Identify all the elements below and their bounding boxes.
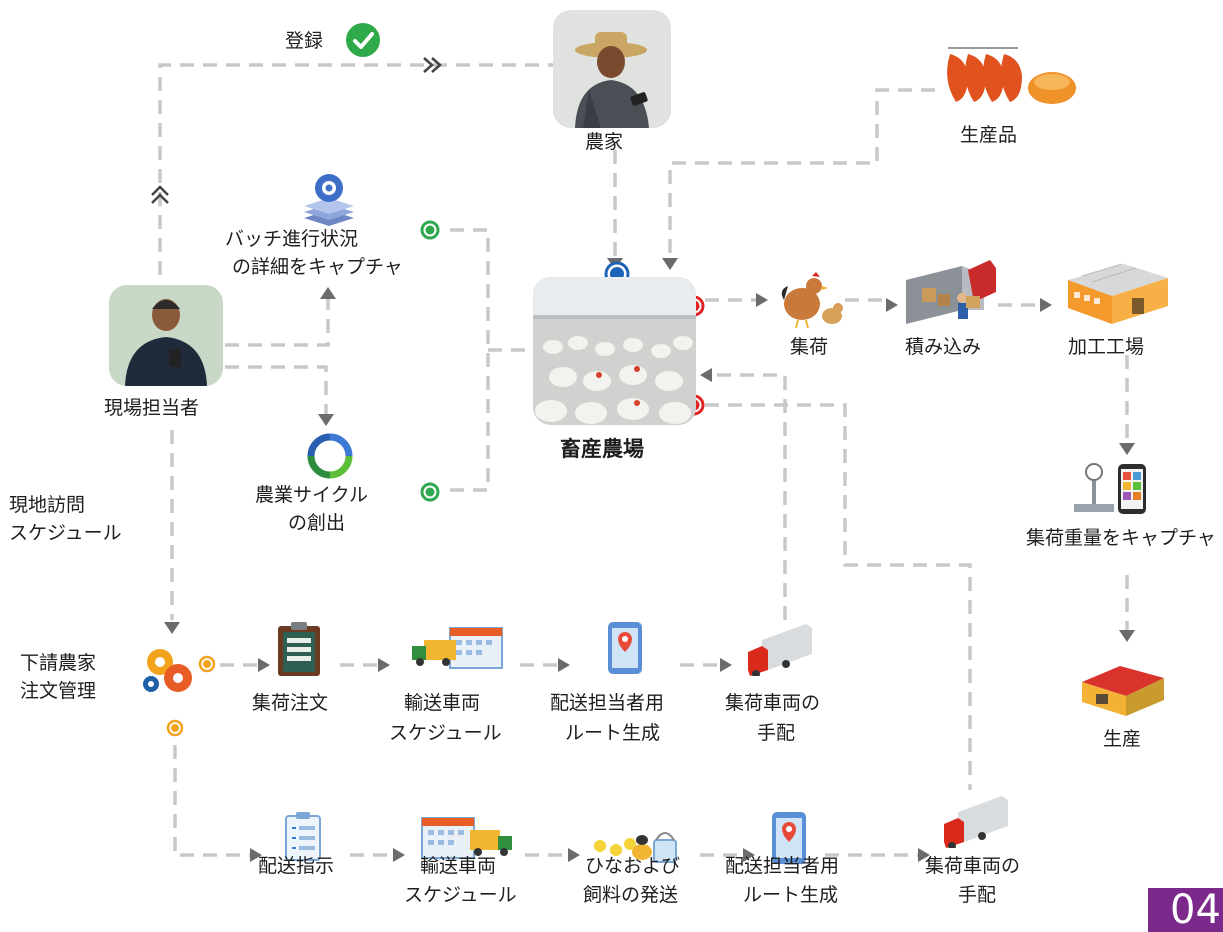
farming-cycle-label-1: 農業サイクル [255, 484, 369, 506]
warehouse-icon [1082, 666, 1164, 716]
clipboard-list-icon [278, 622, 320, 676]
transport-schedule-1-label-2: スケジュール [389, 722, 502, 744]
transport-schedule-1-label-1: 輸送車両 [404, 692, 481, 714]
collection-order-label: 集荷注文 [252, 692, 329, 714]
subcontract-label-1: 下請農家 [20, 652, 97, 674]
loading-label: 積み込み [905, 336, 982, 358]
farming-cycle-label-2: の創出 [288, 512, 346, 534]
red-truck-icon [748, 624, 812, 676]
double-chevron-right-icon [423, 57, 434, 73]
chickens-icon [781, 272, 843, 328]
connector-farm-dispatch2 [705, 403, 972, 790]
truck-loading-icon [906, 260, 996, 324]
truck-calendar-icon [412, 627, 503, 669]
gears-icon [143, 649, 192, 692]
collection-weight-label: 集荷重量をキャプチャ [1026, 527, 1216, 549]
checklist-icon [285, 812, 321, 861]
connector-products-farm [668, 88, 935, 255]
delivery-instruction-label: 配送指示 [258, 855, 335, 877]
poultry-products-icon [947, 47, 1076, 104]
chicks-feed-icon [594, 832, 677, 863]
livestock-farm-photo [533, 277, 696, 425]
dispatch-1-label-2: 手配 [757, 722, 796, 744]
register-label: 登録 [285, 30, 324, 52]
field-staff-avatar-icon [109, 285, 223, 386]
field-staff-label: 現場担当者 [104, 397, 200, 419]
route-gen-1-label-2: ルート生成 [565, 722, 661, 744]
batch-progress-label-2: の詳細をキャプチャ [232, 256, 403, 278]
farmer-label: 農家 [585, 131, 624, 153]
chick-feed-label-2: 飼料の発送 [583, 884, 679, 906]
collection-label: 集荷 [790, 336, 829, 358]
red-truck-2-icon [944, 796, 1008, 848]
dispatch-2-label-2: 手配 [958, 884, 997, 906]
route-gen-2-label-1: 配送担当者用 [725, 855, 840, 877]
connector-dispatch1-farm [715, 373, 787, 620]
connector-batch-farm [450, 228, 490, 492]
factory-icon [1068, 263, 1168, 324]
connector-register [158, 63, 555, 275]
double-chevron-up-icon [151, 185, 169, 196]
farmer-avatar-icon [553, 10, 671, 128]
transport-schedule-2-label-2: スケジュール [404, 884, 517, 906]
transport-schedule-2-label-1: 輸送車両 [420, 855, 497, 877]
processing-plant-label: 加工工場 [1068, 336, 1145, 358]
page-number-badge: 04 [1148, 888, 1223, 932]
farmer-photo [553, 10, 671, 128]
route-gen-1-label-1: 配送担当者用 [550, 692, 665, 714]
chick-feed-label-1: ひなおよび [585, 855, 681, 877]
connector-staff-cycle [225, 365, 328, 418]
site-visit-label-2: スケジュール [9, 522, 122, 544]
subcontract-label-2: 注文管理 [20, 680, 97, 702]
field-staff-photo [109, 285, 223, 386]
site-visit-label-1: 現地訪問 [9, 494, 86, 516]
dispatch-1-label-1: 集荷車両の [725, 692, 821, 714]
chicken-house-icon [533, 277, 696, 425]
batch-stack-icon [304, 174, 354, 226]
connector-subcontract-row2 [173, 745, 250, 857]
production-label: 生産 [1103, 728, 1142, 750]
route-gen-2-label-2: ルート生成 [743, 884, 839, 906]
check-icon [346, 23, 380, 57]
batch-progress-label-1: バッチ進行状況 [225, 228, 359, 250]
livestock-farm-label: 畜産農場 [560, 437, 644, 461]
calendar-truck-icon [421, 817, 512, 859]
cycle-icon [307, 433, 353, 479]
route-map-phone-icon [608, 622, 642, 674]
dispatch-2-label-1: 集荷車両の [925, 855, 1021, 877]
connector-staff-batch [225, 295, 330, 347]
products-label: 生産品 [960, 124, 1018, 146]
scale-phone-icon [1074, 463, 1146, 514]
route-map-phone-2-icon [772, 812, 806, 864]
